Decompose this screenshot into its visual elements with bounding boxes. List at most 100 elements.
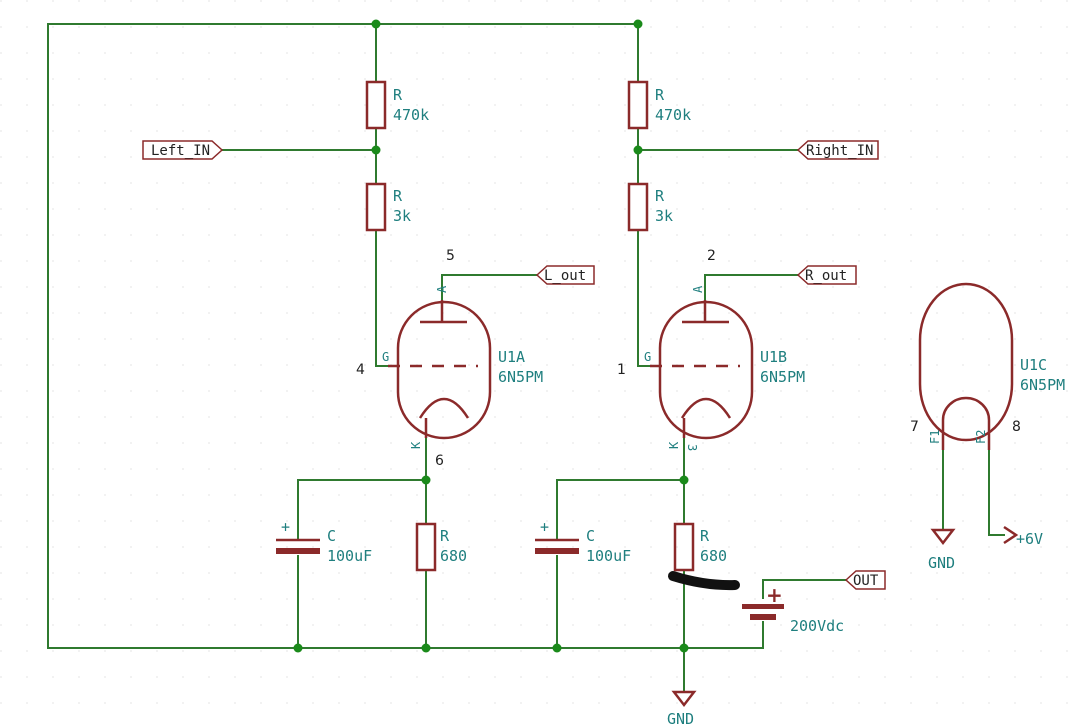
tube-part: 6N5PM [1020, 376, 1065, 394]
tube-part: 6N5PM [498, 368, 543, 386]
tube-envelope [396, 300, 492, 440]
capacitor-ref: C [327, 527, 336, 545]
capacitor-c1[interactable]: + C 100uF [276, 518, 372, 565]
label-shape [535, 265, 595, 285]
capacitor-value: 100uF [586, 547, 631, 565]
junction [679, 475, 689, 485]
label-left-in[interactable]: Left_IN [142, 140, 224, 160]
pin-number-anode: 5 [446, 248, 455, 264]
label-text: OUT [853, 573, 879, 589]
wire-r2-grid [375, 229, 389, 367]
resistor-r1[interactable]: R 470k [365, 80, 429, 130]
resistor-body [415, 522, 437, 572]
label-r-out[interactable]: R_out [796, 265, 857, 285]
plus6v-symbol[interactable]: +6V [1003, 525, 1043, 548]
pin-number-grid: 1 [617, 362, 626, 378]
capacitor-plate-neg [276, 548, 320, 554]
capacitor-plate-neg [535, 548, 579, 554]
capacitor-c2[interactable]: + C 100uF [535, 518, 631, 565]
junctions [293, 19, 689, 653]
battery-plate-short [750, 614, 776, 620]
battery-plate-long [742, 604, 784, 609]
tube-envelope [918, 282, 1014, 442]
label-shape [796, 265, 857, 285]
pin-label-anode: A [691, 285, 705, 293]
label-shape [142, 140, 224, 160]
label-text: Left_IN [151, 143, 210, 159]
junction [371, 145, 381, 155]
resistor-value: 3k [655, 207, 673, 225]
pin-number-grid: 4 [356, 362, 365, 378]
battery-polarity: + [766, 583, 783, 607]
gnd-label: GND [928, 554, 955, 572]
junction [293, 643, 303, 653]
resistor-value: 680 [440, 547, 467, 565]
resistor-ref: R [655, 86, 665, 104]
resistor-r2[interactable]: R 3k [365, 182, 411, 232]
battery-200vdc[interactable]: + 200Vdc [742, 583, 844, 635]
capacitor-ref: C [586, 527, 595, 545]
junction [421, 643, 431, 653]
pin-number-cathode: 6 [435, 453, 444, 469]
wire-u1b-anode [704, 274, 799, 301]
plus6v-label: +6V [1016, 530, 1043, 548]
tube-cathode [680, 397, 732, 419]
resistor-r6[interactable]: R 680 [673, 522, 727, 572]
pin-label-f1: F1 [928, 430, 942, 444]
tube-u1b[interactable]: A G K 3 2 1 U1B 6N5PM [617, 248, 805, 451]
resistor-value: 3k [393, 207, 411, 225]
label-text: L_out [544, 268, 586, 284]
tube-cathode [418, 397, 470, 419]
wire-c2-top [556, 479, 685, 539]
label-shape [844, 570, 886, 590]
resistor-ref: R [700, 527, 710, 545]
pin-label-anode: A [435, 285, 449, 293]
resistor-ref: R [393, 86, 403, 104]
tube-u1c[interactable]: F1 F2 7 8 U1C 6N5PM [910, 282, 1065, 450]
junction [679, 643, 689, 653]
wire-u1a-anode [441, 274, 538, 301]
wires [47, 23, 1005, 693]
outer-loop-wire [47, 23, 764, 649]
resistor-value: 680 [700, 547, 727, 565]
pin-number-cathode: 3 [685, 444, 699, 451]
wire-r4-grid [637, 229, 651, 367]
label-l-out[interactable]: L_out [535, 265, 595, 285]
wire-c1-top [297, 479, 427, 539]
gnd-symbol-heater[interactable]: GND [928, 528, 956, 572]
pin-label-grid: G [382, 350, 389, 364]
junction [633, 145, 643, 155]
pin-label-f2: F2 [974, 430, 988, 444]
label-right-in[interactable]: Right_IN [796, 140, 879, 160]
resistor-r3[interactable]: R 470k [627, 80, 691, 130]
resistor-body [673, 522, 695, 572]
tube-heater-filament [941, 396, 991, 450]
label-text: Right_IN [806, 143, 873, 159]
resistor-ref: R [393, 187, 403, 205]
capacitor-value: 100uF [327, 547, 372, 565]
gnd-label: GND [667, 710, 694, 728]
label-shape [796, 140, 879, 160]
resistor-value: 470k [655, 106, 691, 124]
capacitor-polarity: + [281, 518, 290, 536]
tube-u1a[interactable]: A G K 5 4 6 U1A 6N5PM [356, 248, 543, 469]
label-text: R_out [805, 268, 847, 284]
resistor-r4[interactable]: R 3k [627, 182, 673, 232]
resistor-value: 470k [393, 106, 429, 124]
marker-scribble [668, 571, 740, 591]
pin-label-cathode: K [409, 441, 423, 449]
tube-ref: U1C [1020, 356, 1047, 374]
gnd-icon [671, 690, 697, 708]
power-arrow-icon [1003, 525, 1019, 545]
junction [633, 19, 643, 29]
resistor-r5[interactable]: R 680 [415, 522, 467, 572]
battery-value: 200Vdc [790, 617, 844, 635]
gnd-symbol-main[interactable]: GND [667, 690, 697, 728]
label-out[interactable]: OUT [844, 570, 886, 590]
tube-part: 6N5PM [760, 368, 805, 386]
pin-label-cathode: K [667, 441, 681, 449]
wire-f2-6v [988, 449, 1005, 536]
pin-number-anode: 2 [707, 248, 716, 264]
pin-number-f2: 8 [1012, 419, 1021, 435]
